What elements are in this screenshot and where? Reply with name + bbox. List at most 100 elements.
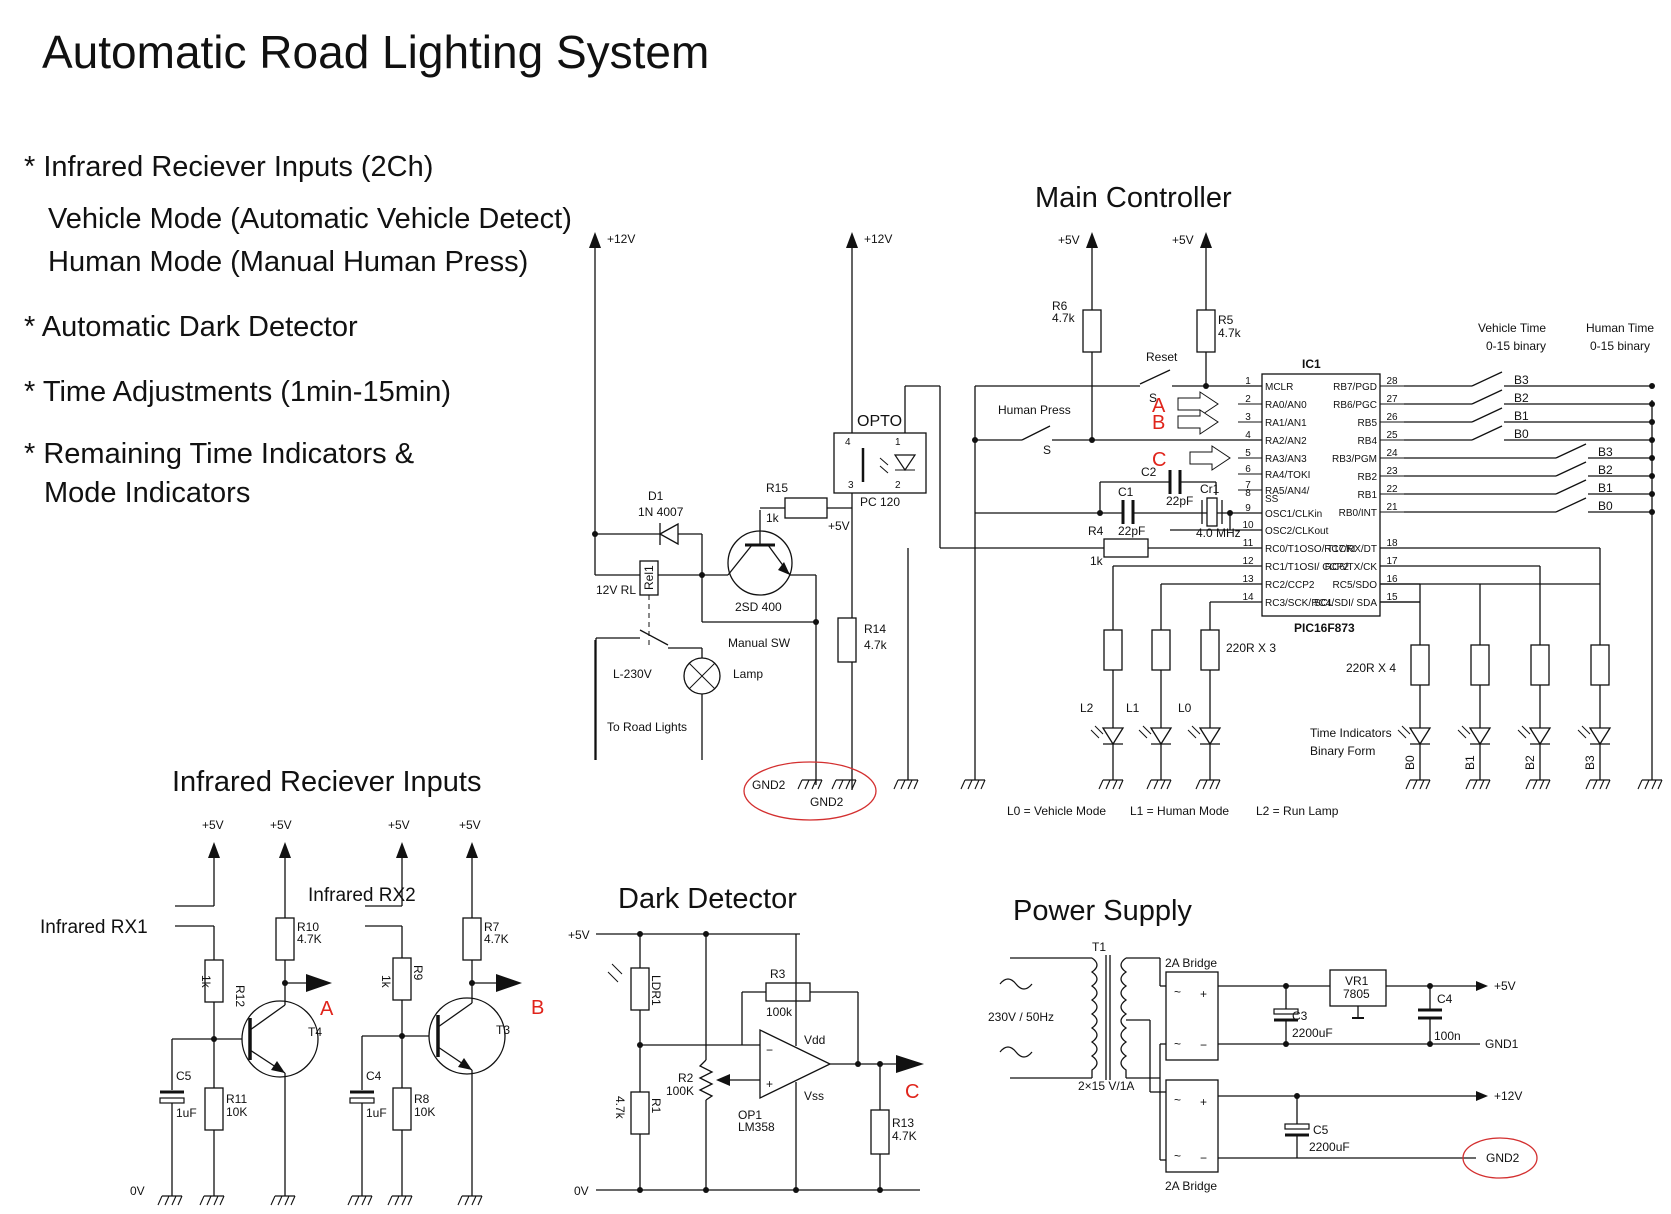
ic-pin-number: 25 [1386,430,1398,441]
section-title: Power Supply [1013,895,1192,927]
crystal-cr1 [1206,497,1218,527]
c2-label: C2 [1141,465,1157,479]
opto-pin: 3 [848,480,854,491]
ic-pin-number: 7 [1245,480,1251,491]
range-label: 0-15 binary [1486,339,1546,353]
bridge-label: 2A Bridge [1165,956,1217,970]
ic1-right-pins: 28RB7/PGD27RB6/PGC26RB525RB424RB3/PGM23R… [1311,376,1404,609]
ic-pin-number: 6 [1245,464,1251,475]
plus5v-arrow [208,842,220,858]
diode-d1 [658,522,679,546]
bridge-label: 2A Bridge [1165,1179,1217,1193]
output-c: C [905,1081,919,1103]
legend-item: L2 = Run Lamp [1256,804,1339,818]
rail-label: +5V [1172,233,1194,247]
ic-pin-name: RC0/T1OSO/ T1CKI [1265,544,1355,555]
ic-pin-number: 3 [1245,412,1251,423]
ground-symbol [347,1195,373,1206]
output-5v: +5V [1494,979,1516,993]
op-part: LM358 [738,1120,775,1134]
led-b2 [1517,725,1551,745]
v0-label: 0V [574,1184,589,1198]
resistor-r8 [392,1087,412,1131]
dip-switch [1555,443,1587,459]
ic-pin-name: RA0/AN0 [1265,400,1307,411]
bridge-minus: − [1200,1151,1207,1165]
output-a: A [320,998,334,1020]
dip-switch [1471,407,1503,423]
plus5v-arrow [466,842,478,858]
ic-pin-number: 23 [1386,466,1398,477]
plus5v-arrow [1086,232,1098,248]
ground-symbol [199,1195,225,1206]
ic1-label: IC1 [1302,357,1321,371]
ic1-left-pins: 1MCLR2RA0/AN03RA1/AN14RA2/AN25RA3/AN36RA… [1238,376,1355,609]
plus12v-arrow-1 [589,232,601,248]
feature-line: * Infrared Reciever Inputs (2Ch) [24,151,433,183]
manual-sw-label: Manual SW [728,636,791,650]
dip-switch [1555,497,1587,513]
dip-bit-label: B1 [1598,481,1613,495]
ground-symbol [387,1195,413,1206]
r15-label: R15 [766,481,788,495]
t1-label: T1 [1092,940,1106,954]
dark-detector-section: Dark Detector +5V 0V LDR1 R1 4.7k R2 100… [568,883,924,1198]
lamp-label: Lamp [733,667,763,681]
c2-value: 22pF [1166,494,1193,508]
r6-label: R6 [1052,299,1068,313]
resistor-r5 [1196,309,1216,353]
ic-pin-number: 4 [1245,430,1251,441]
r8-value: 10K [414,1105,435,1119]
ground-symbol [1465,779,1491,790]
ic-pin-name: RB0/INT [1339,508,1377,519]
output-b: B [531,997,544,1019]
ground-symbol [893,779,919,790]
plus5v-arrow [1200,232,1212,248]
bridge-rectifier-2 [1165,1079,1219,1173]
dip-bit-label: B3 [1598,445,1613,459]
ic-pin-name: RA3/AN3 [1265,454,1307,465]
reset-label: Reset [1146,350,1178,364]
ground-symbol [1195,779,1221,790]
resistor-220r [1200,629,1220,671]
led-bit-label: B0 [1403,755,1417,770]
c4-label: C4 [1437,992,1453,1006]
ldr1 [630,967,650,1011]
r12-label: R12 [233,985,247,1007]
section-title: Main Controller [1035,182,1232,214]
plus5v-arrow [396,842,408,858]
vss-label: Vss [804,1089,824,1103]
ldr-label: LDR1 [649,975,663,1006]
gnd2-label: GND2 [810,795,844,809]
ic-pin-name: MCLR [1265,382,1293,393]
led-b1 [1457,725,1491,745]
rx2-label: Infrared RX2 [308,885,416,906]
bridge-ac-symbol: ~ [1174,1037,1181,1051]
rail-label: +5V [459,818,481,832]
road-label: To Road Lights [607,720,687,734]
ic-pin-name: SS [1265,494,1279,505]
ic-pin-name: RA4/TOKI [1265,470,1310,481]
r3-label: R3 [770,967,786,981]
ic-pin-name: RA2/AN2 [1265,436,1307,447]
dip-switch [1471,371,1503,387]
opto-pin: 4 [845,437,851,448]
r3-value: 100k [766,1005,793,1019]
ground-symbol [1405,779,1431,790]
mains-label: 230V / 50Hz [988,1010,1054,1024]
r12-value: 1k [199,975,213,989]
section-title: Infrared Reciever Inputs [172,766,481,798]
gnd2-highlight [1462,1137,1538,1179]
dip-bit-label: B2 [1514,391,1529,405]
vr1-label: VR1 [1345,974,1369,988]
ic-pin-name: RC5/SDO [1333,580,1378,591]
dip-switch [1471,425,1503,441]
r4-value: 1k [1090,554,1104,568]
c4-label: C4 [366,1069,382,1083]
ground-symbol [1525,779,1551,790]
r8-label: R8 [414,1092,430,1106]
cr1-label: Cr1 [1200,482,1220,496]
r13-value: 4.7K [892,1129,917,1143]
rail-label: +5V [568,928,590,942]
